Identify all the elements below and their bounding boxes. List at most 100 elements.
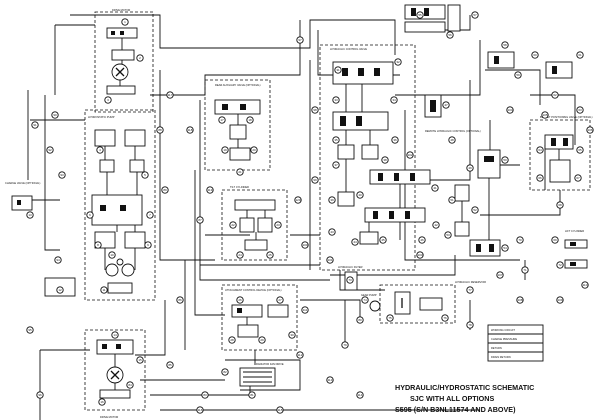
charge-valve: CHARGE VALVE (OPTIONAL) — [5, 181, 40, 211]
callout-circle — [274, 221, 282, 229]
callout-circle — [576, 51, 584, 59]
callout-circle — [311, 176, 319, 184]
callout-number: 59 — [516, 73, 520, 77]
callout-circle — [51, 111, 59, 119]
title-line-1: HYDRAULIC/HYDROSTATIC SCHEMATIC — [395, 383, 534, 392]
callout-number: 32 — [396, 60, 400, 64]
callout-number: 30 — [290, 333, 294, 337]
callout-number: 81 — [250, 393, 254, 397]
callout-circle — [381, 156, 389, 164]
callout-circle — [586, 126, 594, 134]
callout-number: 66 — [538, 176, 542, 180]
callout-circle — [328, 196, 336, 204]
callout-number: 84 — [128, 383, 132, 387]
svg-text:DRIVE MOTOR: DRIVE MOTOR — [112, 8, 130, 12]
callout-number: 113 — [328, 378, 333, 382]
callout-number: 92 — [48, 148, 52, 152]
callout-number: 56 — [448, 33, 452, 37]
callout-circle — [104, 96, 112, 104]
callout-number: 5 — [144, 173, 146, 177]
remote-hydraulic-control: REMOTE HYDRAULIC CONTROL (OPTIONAL) — [425, 129, 501, 257]
callout-circle — [496, 271, 504, 279]
callout-number: 64 — [538, 148, 542, 152]
callout-circle — [536, 174, 544, 182]
svg-text:BUCKET POSITIONING VALVE (OPTI: BUCKET POSITIONING VALVE (OPTIONAL) — [540, 115, 593, 119]
callout-circle — [166, 361, 174, 369]
svg-text:HYDRAULIC CONTROL VALVE: HYDRAULIC CONTROL VALVE — [330, 47, 367, 51]
callout-circle — [26, 211, 34, 219]
callout-number: 54 — [503, 246, 507, 250]
tilt-cylinder-group: TILT CYLINDER — [221, 185, 288, 261]
callout-circle — [551, 236, 559, 244]
callout-number: 57 — [473, 13, 477, 17]
callout-number: 114 — [358, 393, 363, 397]
callout-circle — [161, 186, 169, 194]
callout-circle — [146, 211, 154, 219]
callout-circle — [416, 251, 424, 259]
callout-circle — [176, 296, 184, 304]
callout-circle — [31, 121, 39, 129]
callout-circle — [248, 391, 256, 399]
callout-circle — [441, 314, 449, 322]
callout-circle — [218, 116, 226, 124]
callout-circle — [576, 146, 584, 154]
callout-circle — [406, 151, 414, 159]
callout-number: 83 — [203, 393, 207, 397]
callout-number: 101 — [327, 258, 332, 262]
callout-circle — [98, 398, 106, 406]
callout-circle — [551, 91, 559, 99]
callout-circle — [111, 331, 119, 339]
callout-circle — [556, 296, 564, 304]
legend-row-2: CHARGE PRESSURE — [491, 337, 517, 341]
callout-number: 118 — [188, 128, 193, 132]
callout-circle — [236, 168, 244, 176]
callout-circle — [296, 36, 304, 44]
callout-circle — [574, 174, 582, 182]
callout-number: 112 — [298, 353, 303, 357]
callout-number: 48 — [450, 138, 454, 142]
callout-number: 116 — [198, 408, 203, 412]
callout-circle — [94, 241, 102, 249]
callout-number: 19 — [223, 148, 227, 152]
callout-circle — [386, 314, 394, 322]
callout-number: 120 — [295, 198, 300, 202]
callout-circle — [144, 241, 152, 249]
callout-number: 13 — [28, 213, 32, 217]
callout-circle — [326, 376, 334, 384]
callout-circle — [516, 236, 524, 244]
callout-number: 6 — [89, 213, 91, 217]
title-line-3: S595 (S/N B3NL11574 AND ABOVE) — [395, 405, 516, 414]
lift-cylinder: LIFT CYLINDER — [564, 229, 588, 269]
callout-circle — [301, 306, 309, 314]
callout-number: 94 — [56, 258, 60, 262]
callout-number: 115 — [278, 408, 283, 412]
callout-circle — [294, 196, 302, 204]
callout-circle — [108, 251, 116, 259]
callout-number: 11 — [102, 288, 105, 292]
callout-number: 76 — [443, 316, 447, 320]
callout-number: 104 — [507, 108, 512, 112]
oil-cooler: RADIATOR FAN DRIVE — [239, 362, 284, 387]
callout-number: 106 — [587, 128, 592, 132]
title-line-2: SJC WITH ALL OPTIONS — [410, 394, 494, 403]
callout-number: 62 — [553, 93, 557, 97]
callout-number: 35 — [334, 138, 338, 142]
callout-circle — [266, 251, 274, 259]
svg-text:CHARGE VALVE (OPTIONAL): CHARGE VALVE (OPTIONAL) — [5, 181, 40, 185]
callout-number: 61 — [578, 53, 582, 57]
svg-text:HYDRAULIC FILTER: HYDRAULIC FILTER — [338, 265, 363, 269]
legend-row-1: WORKING CIRCUIT — [491, 328, 515, 332]
callout-number: 93 — [60, 173, 64, 177]
callout-circle — [100, 286, 108, 294]
callout-number: 17 — [220, 118, 224, 122]
callout-number: 68 — [558, 203, 562, 207]
callout-circle — [466, 286, 474, 294]
callout-circle — [466, 321, 474, 329]
callout-number: 49 — [468, 166, 472, 170]
callout-circle — [221, 146, 229, 154]
callout-circle — [196, 406, 204, 414]
callout-circle — [351, 238, 359, 246]
callout-number: 38 — [383, 158, 387, 162]
callout-circle — [229, 221, 237, 229]
callout-circle — [332, 136, 340, 144]
